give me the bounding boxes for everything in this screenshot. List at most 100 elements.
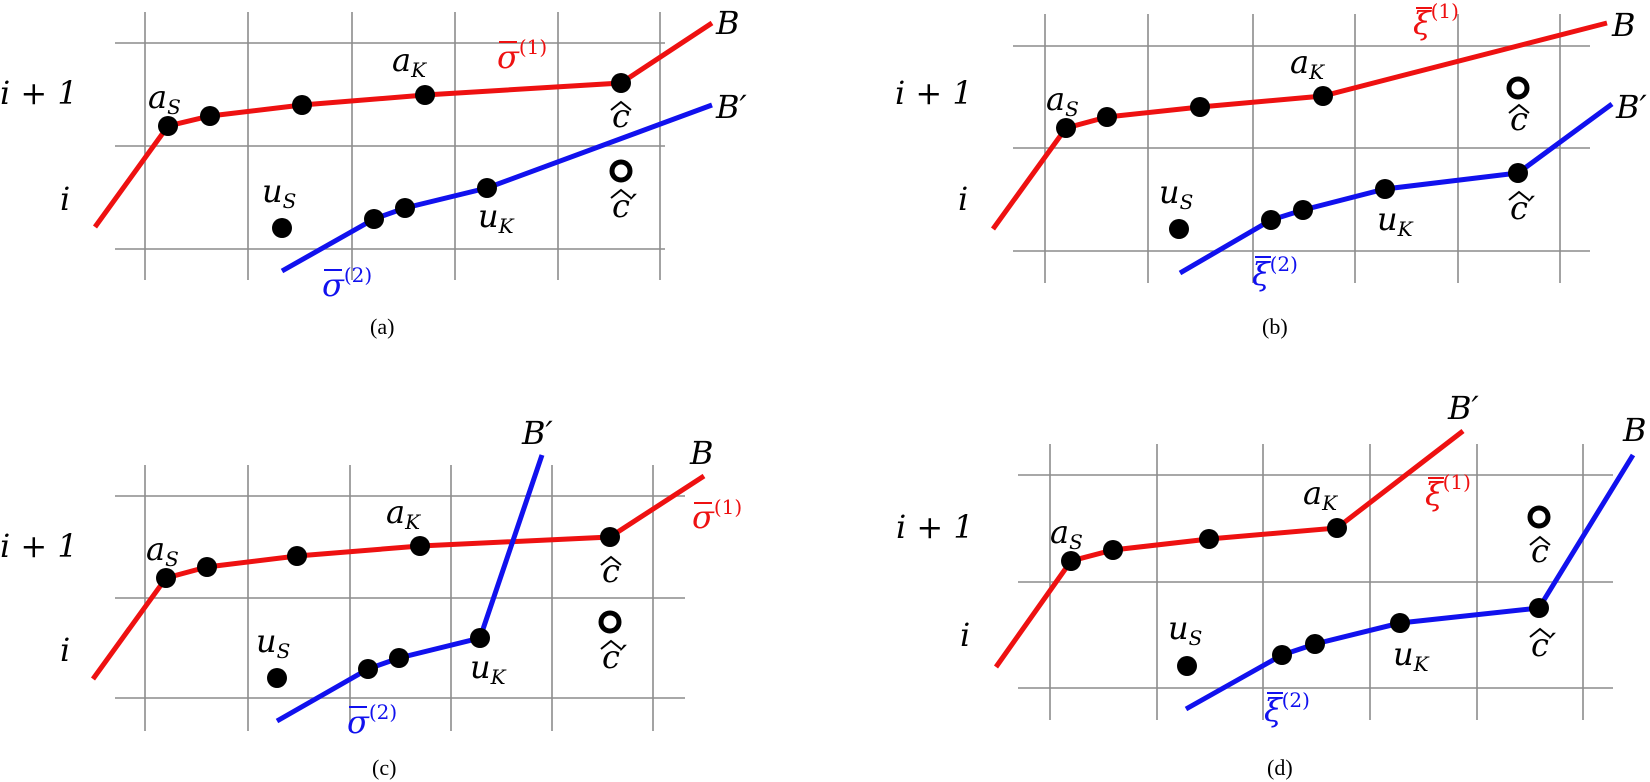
caption-c: (c) — [372, 755, 396, 780]
path-xi-2 — [1178, 101, 1614, 276]
label-path-blue: ξ(2) — [1264, 688, 1310, 729]
node — [1272, 645, 1292, 665]
node — [364, 209, 384, 229]
panel-a: i + 1 i aS aK uS uK c c′ B B′ σ(1) σ(2) … — [0, 4, 748, 339]
node-c-hat — [611, 73, 631, 93]
node-a-s — [158, 116, 178, 136]
hat-mark — [610, 100, 632, 111]
label-b: B — [1611, 6, 1636, 44]
label-b-prime: B′ — [715, 88, 748, 126]
label-path-red: σ(1) — [692, 495, 742, 536]
label-b: B — [1622, 411, 1647, 449]
node-a-s — [156, 568, 176, 588]
panel-c: i + 1 i aS aK uS uK c c′ B B′ σ(1) σ(2) … — [0, 414, 742, 780]
hat-mark — [1508, 103, 1530, 114]
path-xi-1 — [993, 429, 1465, 669]
node-a-k — [1313, 86, 1333, 106]
node-u-k — [1390, 613, 1410, 633]
node-a-k — [415, 85, 435, 105]
path-xi-2 — [1184, 453, 1636, 712]
label-path-blue: σ(2) — [347, 700, 397, 741]
node — [1190, 97, 1210, 117]
label-a-s: aS — [1050, 513, 1083, 554]
label-path-red: σ(1) — [497, 35, 547, 76]
node-u-k — [1375, 179, 1395, 199]
node — [395, 198, 415, 218]
node — [200, 106, 220, 126]
row-label-i: i — [60, 180, 70, 218]
node-u-s — [267, 668, 287, 688]
node — [358, 659, 378, 679]
label-u-k: uK — [478, 197, 515, 238]
label-u-s: uS — [262, 172, 296, 213]
label-u-k: uK — [1377, 200, 1414, 241]
label-path-blue: ξ(2) — [1252, 252, 1298, 293]
row-label-i-plus-1: i + 1 — [896, 508, 974, 546]
grid-a — [115, 12, 665, 280]
label-u-k: uK — [470, 648, 507, 689]
row-label-i: i — [960, 616, 970, 654]
label-u-s: uS — [1168, 609, 1202, 650]
path-xi-1 — [990, 20, 1608, 231]
grid-d — [1018, 444, 1613, 720]
node-c-hat — [600, 527, 620, 547]
label-u-k: uK — [1393, 635, 1430, 676]
node — [1305, 634, 1325, 654]
row-label-i-plus-1: i + 1 — [895, 74, 973, 112]
hat-mark — [600, 555, 622, 566]
row-label-i-plus-1: i + 1 — [0, 527, 78, 565]
hat-mark — [1529, 535, 1551, 546]
node — [1261, 210, 1281, 230]
row-label-i: i — [60, 631, 70, 669]
node — [1097, 107, 1117, 127]
node — [292, 95, 312, 115]
node — [197, 557, 217, 577]
row-label-i-plus-1: i + 1 — [0, 74, 78, 112]
label-path-blue: σ(2) — [322, 263, 372, 304]
hat-mark — [1508, 190, 1530, 201]
caption-a: (a) — [370, 314, 394, 339]
node-c-prime-hat — [1529, 598, 1549, 618]
hat-mark — [600, 639, 622, 650]
node-c-prime-hat — [609, 159, 633, 183]
label-b-prime: B′ — [1615, 88, 1648, 126]
panel-b: i + 1 i aS aK uS uK c c′ B B′ ξ(1) ξ(2) … — [895, 0, 1648, 339]
label-b: B — [689, 434, 714, 472]
label-path-red: ξ(1) — [1425, 470, 1471, 513]
label-a-s: aS — [146, 530, 179, 571]
node-c-hat — [1527, 505, 1551, 529]
grid-b — [1013, 14, 1590, 283]
caption-b: (b) — [1262, 314, 1288, 339]
label-a-s: aS — [148, 78, 181, 119]
node-u-s — [272, 218, 292, 238]
label-b-prime: B′ — [521, 414, 554, 452]
label-b: B — [715, 4, 740, 42]
node — [1103, 540, 1123, 560]
node — [1293, 200, 1313, 220]
hat-mark — [1529, 627, 1551, 638]
caption-d: (d) — [1267, 755, 1293, 780]
hat-mark — [610, 188, 632, 199]
grid-c — [115, 465, 685, 731]
row-label-i: i — [958, 180, 968, 218]
label-b-prime: B′ — [1447, 389, 1480, 427]
node-a-k — [1327, 518, 1347, 538]
label-u-s: uS — [256, 622, 290, 663]
node-a-k — [410, 536, 430, 556]
label-a-k: aK — [386, 493, 421, 534]
node-a-s — [1061, 551, 1081, 571]
node — [389, 648, 409, 668]
label-u-s: uS — [1159, 173, 1193, 214]
panel-d: i + 1 i aS aK uS uK c c′ B B′ ξ(1) ξ(2) … — [896, 389, 1647, 780]
label-a-k: aK — [1290, 43, 1325, 84]
node-a-s — [1056, 118, 1076, 138]
label-a-k: aK — [392, 41, 427, 82]
node — [1199, 529, 1219, 549]
label-a-s: aS — [1046, 80, 1079, 121]
label-a-k: aK — [1303, 474, 1338, 515]
node-c-prime-hat — [598, 610, 622, 634]
node-u-k — [470, 628, 490, 648]
label-path-red: ξ(1) — [1413, 0, 1459, 42]
node-c-prime-hat — [1508, 163, 1528, 183]
